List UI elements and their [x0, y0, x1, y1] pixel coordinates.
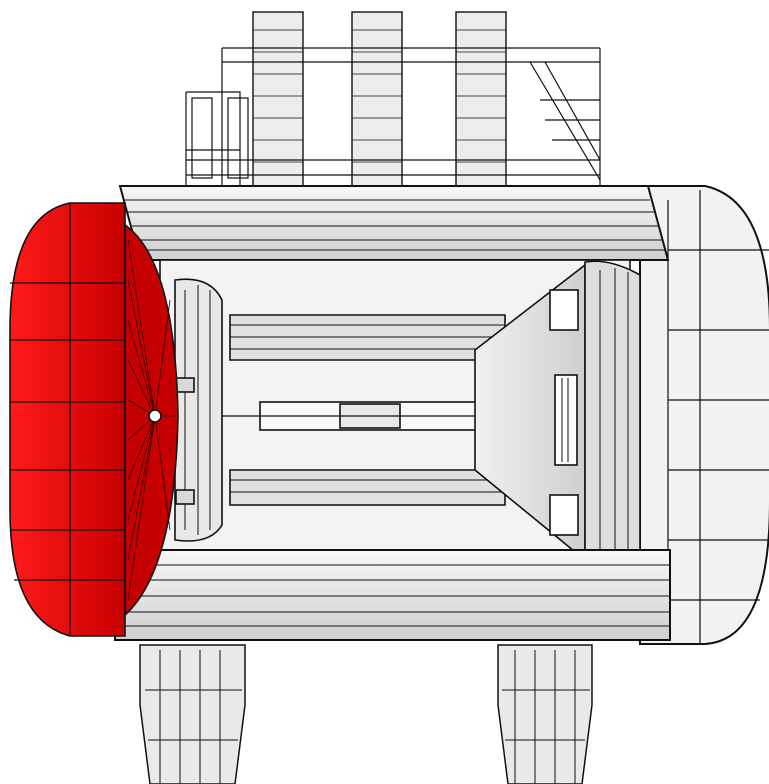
left-foot	[139, 644, 246, 784]
right-support-ring	[584, 260, 641, 565]
rack-slots	[253, 29, 506, 163]
rack-3	[455, 11, 507, 193]
left-endcap	[9, 202, 179, 637]
left-endcap-spokes	[127, 239, 175, 601]
lower-module	[229, 469, 506, 506]
inner-volume	[150, 259, 641, 565]
right-endcap-segments	[667, 190, 769, 644]
cone-windows	[549, 289, 579, 536]
right-endcap	[639, 185, 769, 645]
right-foot	[497, 644, 593, 784]
rack-1	[252, 11, 304, 193]
left-endcap-segments	[10, 203, 125, 636]
support-feet	[139, 644, 593, 784]
left-endcap-ring	[9, 202, 126, 637]
top-platform	[185, 11, 601, 193]
rack-2	[351, 11, 403, 193]
barrel-top	[118, 185, 670, 261]
barrel-bottom	[114, 549, 671, 641]
right-endcap-ring	[639, 185, 769, 645]
platform-railing	[185, 47, 601, 190]
beam-pipe-opening	[148, 409, 162, 423]
